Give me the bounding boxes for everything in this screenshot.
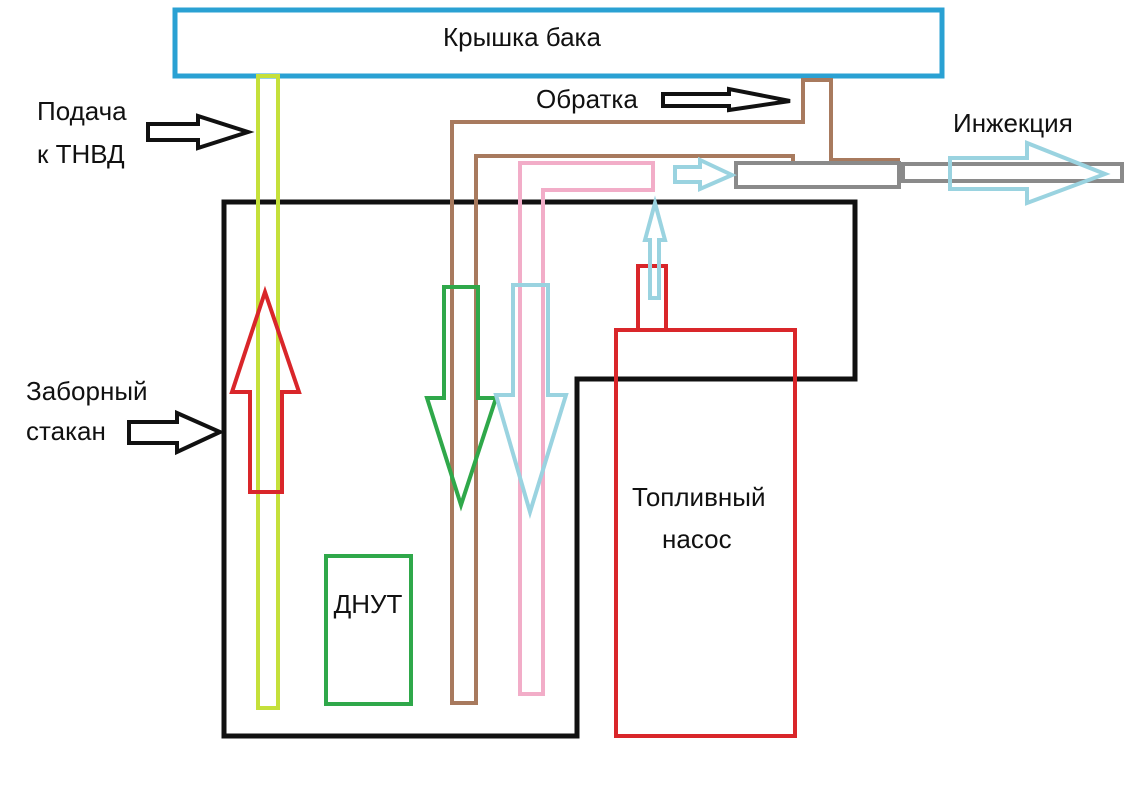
injection-label: Инжекция <box>953 108 1073 138</box>
intake-cup-arrow <box>127 409 225 456</box>
lightblue-right-arrow <box>673 156 737 193</box>
supply-label-line1: Подача <box>37 96 127 126</box>
pink-pipe <box>518 161 655 696</box>
fuel-level-sensor <box>324 554 413 706</box>
injection-pipe-inner <box>734 161 901 189</box>
intake-cup-label-line2: стакан <box>26 416 106 446</box>
fuel-pump <box>614 328 797 738</box>
return-label: Обратка <box>536 84 638 114</box>
supply-pipe <box>256 74 280 710</box>
intake-cup-label-line1: Заборный <box>26 376 148 406</box>
green-down-arrow <box>424 285 499 512</box>
tank-lid <box>172 7 945 79</box>
lightblue-up-arrow <box>642 195 668 300</box>
intake-cup-outline <box>221 199 858 739</box>
injection-pipe-outer <box>901 162 1124 183</box>
red-up-arrow <box>229 285 302 494</box>
injection-arrow <box>948 140 1111 206</box>
supply-label-line2: к ТНВД <box>37 139 125 169</box>
lightblue-down-arrow <box>493 283 569 519</box>
return-arrow <box>661 86 791 113</box>
fuel-pump-label-line1: Топливный <box>632 482 765 512</box>
fuel-level-sensor-label: ДНУТ <box>334 589 403 619</box>
return-pipe <box>450 78 900 705</box>
supply-arrow <box>146 113 255 151</box>
fuel-pump-label-line2: насос <box>662 524 732 554</box>
tank-lid-label: Крышка бака <box>443 22 601 52</box>
